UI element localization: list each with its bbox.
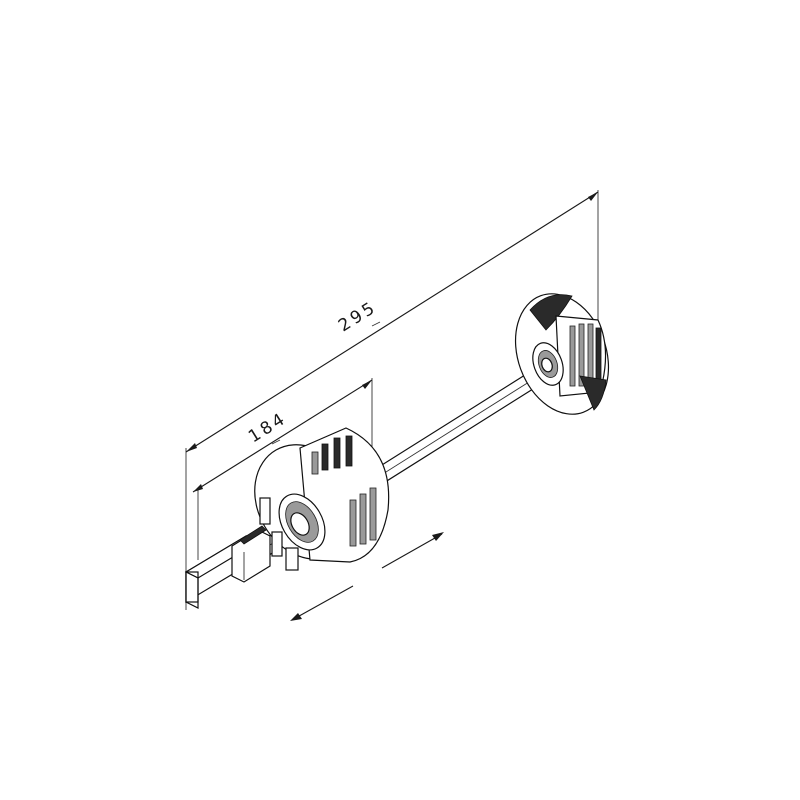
dimension-line-184 — [192, 379, 373, 493]
end-wheel-fixed — [514, 293, 610, 415]
movement-arrow-right — [381, 533, 443, 569]
tick-184 — [271, 439, 281, 445]
crown-wheel-adjustable — [254, 427, 390, 571]
arrow-right-295 — [588, 192, 598, 201]
end-wheel-teeth — [569, 323, 602, 387]
arrow-right-184 — [362, 380, 372, 389]
movement-arrows — [290, 532, 444, 621]
crown-wheel-ribs — [311, 435, 377, 547]
arrow-left-184 — [193, 484, 203, 492]
dimension-label-184: 184 — [245, 408, 291, 447]
arrow-left-295 — [186, 443, 197, 452]
dimension-line-295 — [185, 191, 599, 453]
crown-wheel-prong — [259, 497, 271, 525]
crown-wheel-prong — [285, 547, 299, 571]
movement-arrow-left — [291, 585, 354, 621]
crown-wheel-prong — [271, 531, 283, 557]
dimension-label-295: 295 — [335, 297, 381, 336]
tick-295 — [371, 321, 381, 327]
clip-collar — [231, 525, 271, 583]
